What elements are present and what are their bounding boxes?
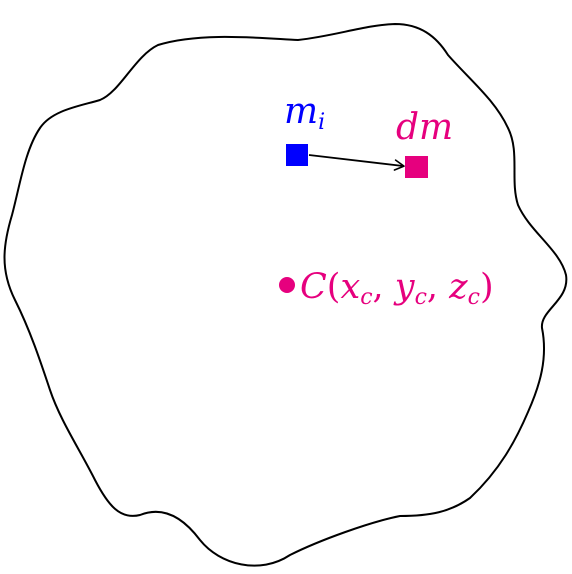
com-open-paren: ( xyxy=(327,267,341,307)
mass-element-label-main: m xyxy=(284,91,318,132)
center-of-mass-label: C(xc, yc, zc) xyxy=(300,267,494,310)
com-y: y xyxy=(393,267,416,307)
body-outline xyxy=(3,22,568,567)
center-of-mass-dot xyxy=(279,277,295,293)
vector-arrow xyxy=(308,154,405,171)
com-close-paren: ) xyxy=(480,267,494,307)
differential-mass-label: dm xyxy=(396,107,453,148)
mass-element-label: mi xyxy=(284,91,325,135)
com-z: z xyxy=(448,267,468,307)
mass-element-label-subscript: i xyxy=(318,110,325,135)
differential-mass-square xyxy=(405,156,428,178)
com-name: C xyxy=(300,267,327,307)
com-comma-2: , xyxy=(427,267,449,307)
com-z-sub: c xyxy=(468,285,480,310)
com-x: x xyxy=(340,267,360,307)
com-comma-1: , xyxy=(373,267,395,307)
com-y-sub: c xyxy=(415,285,427,310)
mass-element-square xyxy=(286,144,308,166)
com-x-sub: c xyxy=(360,285,372,310)
